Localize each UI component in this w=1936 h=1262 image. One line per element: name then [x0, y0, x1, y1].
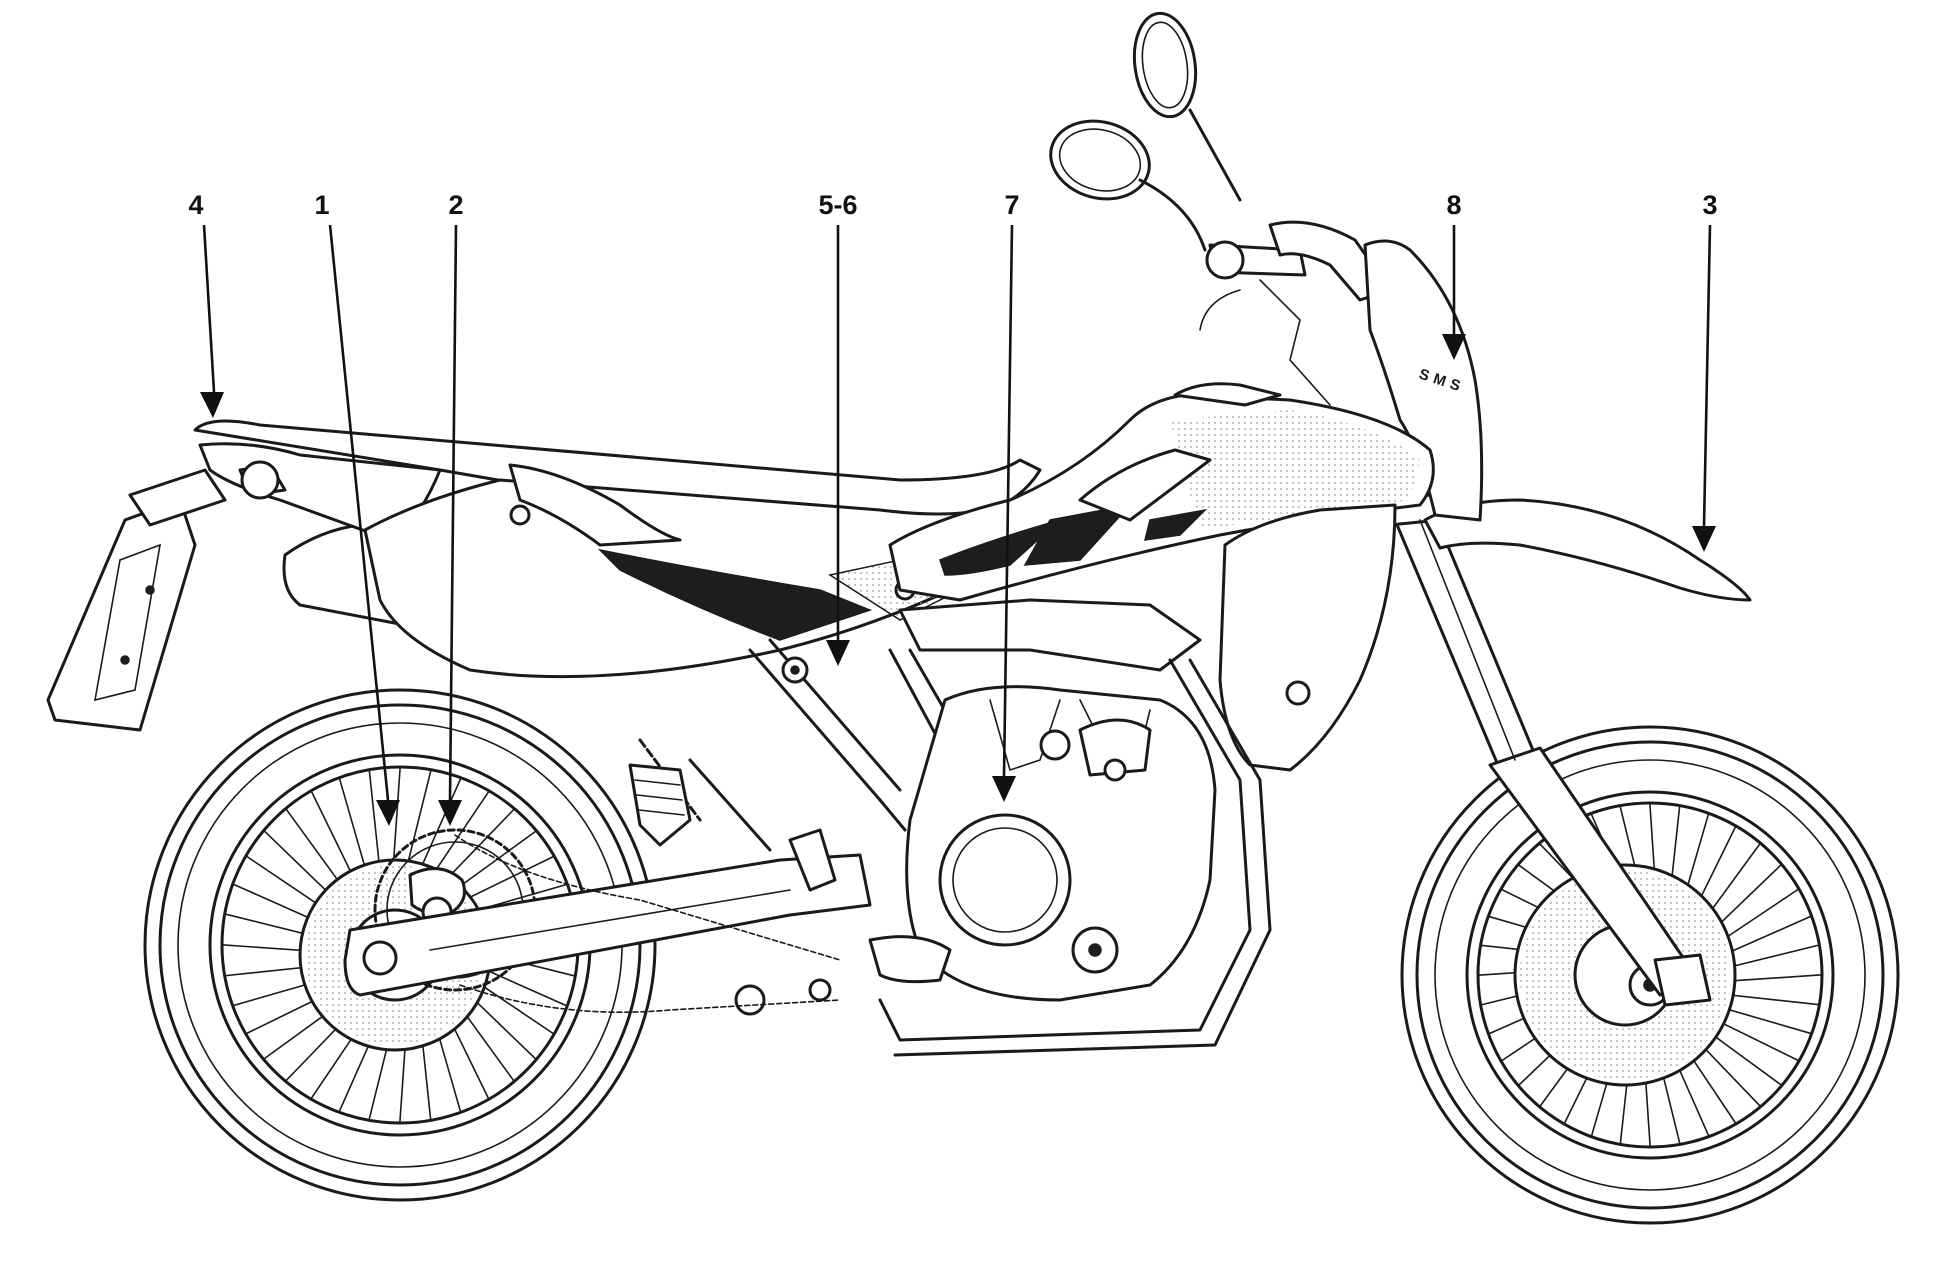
radiator-shroud [1218, 503, 1397, 772]
callout-arrow-7 [992, 776, 1016, 802]
rear-plate-holder [46, 468, 227, 732]
callout-leader-4 [202, 224, 216, 393]
callout-label-8: 8 [1446, 190, 1461, 220]
handlebar-assembly [1049, 11, 1392, 406]
side-panel [363, 463, 1012, 679]
engine [905, 685, 1217, 1002]
callout-label-4: 4 [188, 190, 203, 220]
swingarm [343, 738, 872, 1016]
callout-arrow-1 [376, 800, 400, 826]
callout-label-2: 2 [448, 190, 463, 220]
callout-label-7: 7 [1004, 190, 1019, 220]
front-fork [1376, 493, 1712, 1007]
callout-group: 4 1 2 5-6 7 8 3 [188, 190, 1718, 826]
callout-leader-7 [1002, 224, 1014, 777]
callout-arrow-2 [438, 800, 462, 826]
callout-leader-1 [328, 224, 390, 801]
footpeg [628, 763, 952, 984]
callout-arrow-3 [1692, 526, 1716, 552]
front-number-plate [1363, 239, 1484, 522]
callout-arrow-4 [200, 392, 224, 418]
callout-arrow-8 [1442, 334, 1466, 360]
callout-leader-3 [1702, 224, 1712, 527]
callout-label-3: 3 [1702, 190, 1717, 220]
callout-arrow-56 [826, 640, 850, 666]
drive-chain [454, 834, 841, 1013]
callout-leader-2 [448, 224, 458, 801]
callout-label-56: 5-6 [818, 190, 857, 220]
fuel-tank [888, 382, 1435, 602]
front-fender [1423, 498, 1752, 602]
callout-label-1: 1 [314, 190, 329, 220]
